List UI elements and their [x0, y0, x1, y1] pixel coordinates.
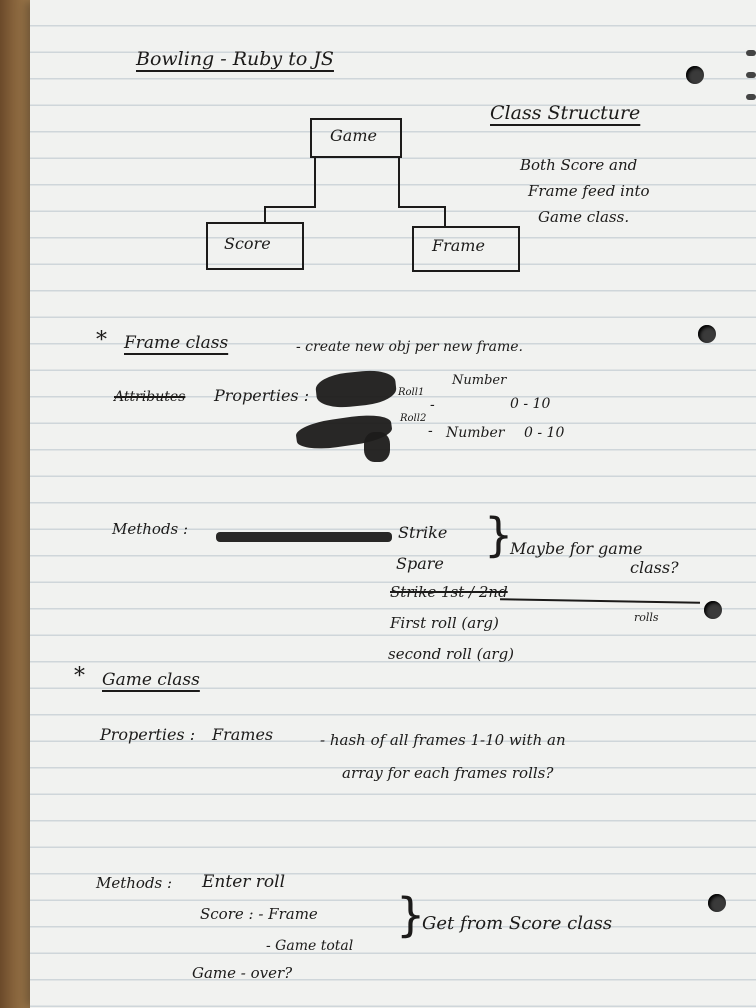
prop-range: 0 - 10 — [524, 425, 565, 441]
frame-box — [412, 226, 520, 272]
brace: } — [396, 888, 426, 942]
method-item: Strike — [398, 523, 448, 542]
connector-line — [264, 206, 316, 208]
scribble-out — [216, 532, 392, 542]
scribble-out — [364, 432, 390, 462]
methods-note-line: class? — [630, 558, 679, 577]
connector-line — [398, 206, 446, 208]
score-box-label: Score — [224, 234, 271, 253]
rolls-note: rolls — [634, 611, 659, 624]
game-method-item: Game - over? — [192, 964, 293, 982]
game-properties-note-line: - hash of all frames 1-10 with an — [320, 731, 566, 749]
punch-hole — [708, 894, 726, 912]
method-item: First roll (arg) — [390, 614, 499, 632]
prop-name: Roll2 — [400, 413, 427, 424]
spiral-ring — [746, 50, 756, 56]
class-structure-note-line: Frame feed into — [528, 182, 650, 200]
spiral-ring — [746, 94, 756, 100]
game-methods-note: Get from Score class — [422, 913, 613, 934]
prop-range: 0 - 10 — [510, 396, 551, 412]
method-item: second roll (arg) — [388, 645, 515, 663]
connector-line — [264, 206, 266, 222]
brace: } — [484, 508, 514, 562]
connector-line — [314, 156, 316, 208]
game-methods-label: Methods : — [96, 874, 173, 892]
methods-note-line: Maybe for game — [510, 539, 643, 558]
score-box — [206, 222, 304, 270]
spiral-ring — [746, 72, 756, 78]
methods-label: Methods : — [112, 520, 189, 538]
properties-label: Properties : — [214, 386, 310, 405]
game-method-item: Enter roll — [202, 872, 286, 892]
frame-box-label: Frame — [432, 236, 485, 255]
game-box-label: Game — [330, 126, 377, 145]
prop-type: Number — [452, 373, 507, 388]
class-structure-heading: Class Structure — [490, 102, 641, 124]
game-properties-value: Frames — [212, 725, 274, 744]
class-structure-note-line: Game class. — [538, 208, 630, 226]
frame-class-description: - create new obj per new frame. — [296, 339, 523, 355]
frame-class-heading: Frame class — [124, 333, 229, 353]
bullet-asterisk: * — [96, 328, 107, 353]
prop-type: Number — [446, 425, 505, 441]
game-properties-label: Properties : — [100, 725, 196, 744]
punch-hole — [686, 66, 704, 84]
connector-line — [444, 206, 446, 226]
class-structure-note-line: Both Score and — [520, 156, 638, 174]
prop-dash: - — [430, 397, 435, 413]
game-method-item: - Game total — [266, 938, 354, 954]
notebook-page — [30, 0, 756, 1008]
game-properties-note-line: array for each frames rolls? — [342, 764, 554, 782]
page-title: Bowling - Ruby to JS — [136, 48, 334, 70]
bullet-asterisk: * — [74, 664, 85, 689]
attributes-struck: Attributes — [114, 389, 186, 405]
punch-hole — [704, 601, 722, 619]
method-item: Spare — [396, 554, 444, 573]
game-method-item: Score : - Frame — [200, 905, 318, 923]
prop-dash: - — [428, 423, 433, 439]
punch-hole — [698, 325, 716, 343]
game-box — [310, 118, 402, 158]
game-class-heading: Game class — [102, 670, 200, 690]
method-item: Strike 1st / 2nd — [390, 583, 508, 601]
prop-name: Roll1 — [398, 387, 425, 398]
connector-line — [398, 156, 400, 208]
